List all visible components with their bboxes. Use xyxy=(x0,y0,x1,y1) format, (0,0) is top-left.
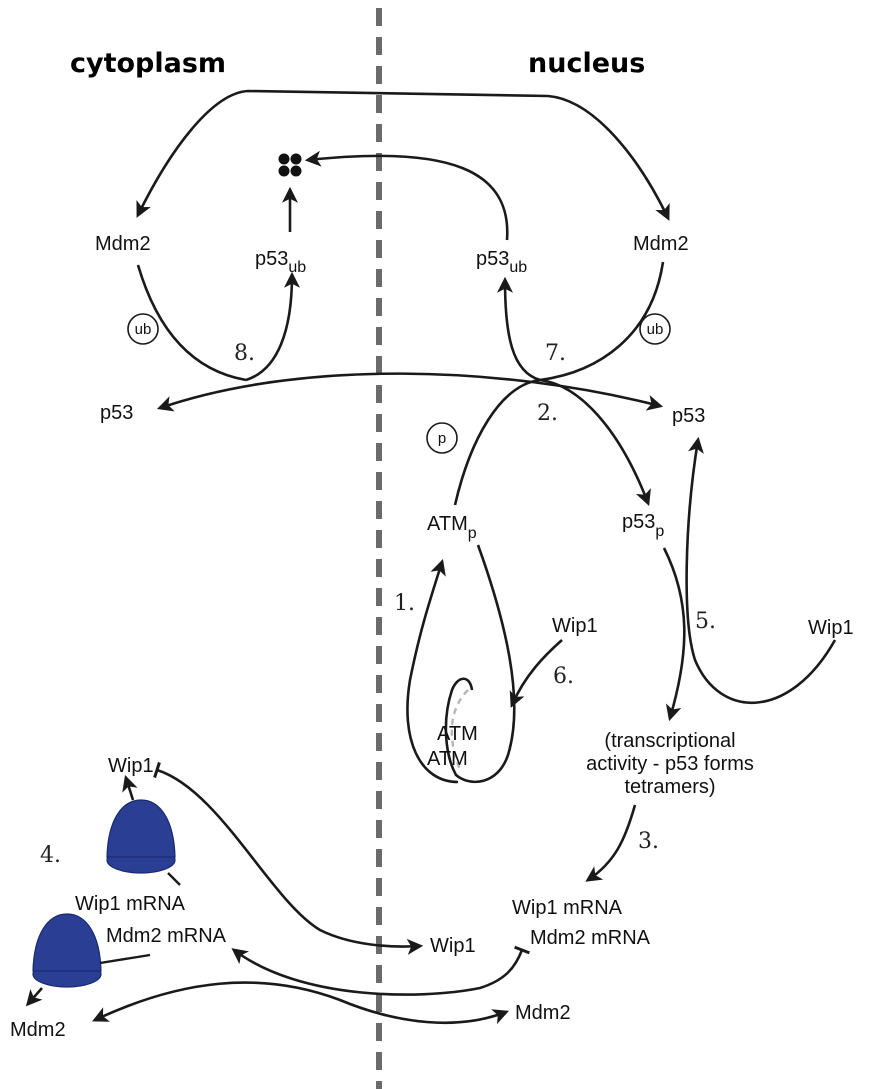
phospho-badge: p xyxy=(426,422,458,454)
label-p53ub-cyto: p53ub xyxy=(255,248,306,276)
atmp-to-p53-arc xyxy=(453,378,541,506)
label-atm-top: ATM xyxy=(437,723,478,745)
label-p53-p: p53p xyxy=(622,511,664,540)
ub-badge-cyto: ub xyxy=(127,313,159,345)
header-nucleus: nucleus xyxy=(528,48,645,79)
step-number-3: 3. xyxy=(638,829,659,854)
step-number-2: 2. xyxy=(537,401,558,426)
step-number-1: 1. xyxy=(394,591,415,616)
step-number-7: 7. xyxy=(545,341,566,366)
header-cytoplasm: cytoplasm xyxy=(70,48,226,79)
ribosome-mdm2-output-arrow xyxy=(25,987,43,1007)
nuc-p53ub-arrow xyxy=(497,276,541,382)
label-atm-p: ATMp xyxy=(427,513,477,542)
proteasome-icon xyxy=(278,153,302,177)
transcription-arrow xyxy=(585,804,637,882)
label-transcription-line2: activity - p53 forms xyxy=(586,753,754,775)
label-atm-bottom: ATM xyxy=(427,748,468,770)
label-mdm2-mrna-cyto: Mdm2 mRNA xyxy=(106,925,227,947)
label-mdm2-nuc: Mdm2 xyxy=(633,233,689,255)
ub-badge-nuc: ub xyxy=(639,313,671,345)
mrna-strand-mdm2 xyxy=(99,953,151,965)
step-number-6: 6. xyxy=(553,664,574,689)
label-transcription-line1: (transcriptional xyxy=(604,730,735,752)
label-wip1-mrna-cyto: Wip1 mRNA xyxy=(75,893,186,915)
label-p53-right: p53 xyxy=(672,405,705,427)
step-number-4: 4. xyxy=(40,843,61,868)
mrna-export-arrow xyxy=(231,945,530,996)
label-mdm2-nuc-bottom: Mdm2 xyxy=(515,1002,571,1024)
svg-text:p: p xyxy=(438,430,446,447)
label-wip1-nuc-bottom: Wip1 xyxy=(430,935,476,957)
label-p53-left: p53 xyxy=(100,402,133,424)
ribosome-wip1-output-arrow xyxy=(122,774,138,801)
p53ub-nuc-degradation-arrow xyxy=(304,150,509,241)
label-transcription-line3: tetramers) xyxy=(624,776,715,798)
wip1-to-p53-arrow xyxy=(685,436,837,704)
step-number-8: 8. xyxy=(234,341,255,366)
label-mdm2-cyto-bottom: Mdm2 xyxy=(10,1019,66,1041)
atm-activation-loop xyxy=(406,558,459,784)
mrna-strand-wip1 xyxy=(167,872,181,886)
ribosome-icon-wip1 xyxy=(106,799,176,874)
p53-to-p53p-arrow xyxy=(539,378,651,506)
label-mdm2-mrna-nuc: Mdm2 mRNA xyxy=(530,927,651,949)
cyto-p53ub-arrow xyxy=(245,271,300,382)
mdm2-import-arrow xyxy=(92,981,509,1025)
label-wip1-mid: Wip1 xyxy=(552,615,598,637)
atmp-return-loop xyxy=(444,544,516,784)
label-wip1-mrna-nuc: Wip1 mRNA xyxy=(512,897,623,919)
label-wip1-cyto-top: Wip1 xyxy=(108,755,154,777)
svg-text:ub: ub xyxy=(647,321,664,338)
svg-text:ub: ub xyxy=(135,321,152,338)
nuc-mdm2-ub-curve xyxy=(539,261,665,382)
p53-shuttle-arrow xyxy=(156,372,664,412)
label-p53ub-nuc: p53ub xyxy=(476,248,527,276)
step-number-5: 5. xyxy=(695,609,716,634)
wip1-dephospho-arrow xyxy=(509,639,563,708)
cyto-mdm2-ub-curve xyxy=(136,264,247,382)
p53p-to-transcription-arrow xyxy=(662,547,686,722)
ribosome-icon-mdm2 xyxy=(32,913,102,988)
label-mdm2-cyto: Mdm2 xyxy=(95,233,151,255)
label-wip1-right: Wip1 xyxy=(808,617,854,639)
mdm2-shuttle-arrow xyxy=(136,89,670,221)
